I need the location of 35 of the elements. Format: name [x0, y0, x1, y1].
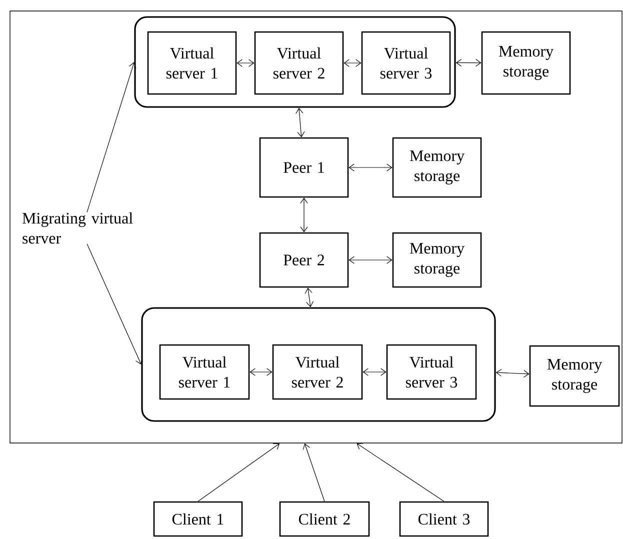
peer-box: Peer 2 — [259, 232, 349, 288]
arrow — [86, 244, 142, 364]
arrow — [296, 108, 305, 138]
arrow — [236, 59, 254, 67]
server-box: Virtual server 3 — [361, 31, 451, 95]
memory-box: Memory storage — [529, 345, 620, 407]
server-group-box — [134, 16, 456, 108]
client-box: Client 2 — [279, 501, 370, 537]
server-box: Virtual server 1 — [159, 344, 250, 400]
arrow — [362, 368, 386, 376]
arrow — [250, 368, 272, 376]
arrow — [496, 368, 530, 378]
server-box: Virtual server 3 — [386, 344, 477, 400]
client-box: Client 3 — [399, 501, 489, 537]
memory-box: Memory storage — [392, 232, 482, 288]
arrow — [348, 164, 392, 172]
arrow — [300, 198, 308, 232]
memory-box: Memory storage — [392, 137, 482, 198]
arrow — [302, 443, 325, 502]
server-box: Virtual server 2 — [254, 31, 344, 95]
arrow — [198, 443, 280, 502]
arrow — [356, 443, 444, 502]
arrow — [348, 256, 392, 264]
server-box: Virtual server 1 — [147, 31, 237, 95]
diagram-frame — [10, 10, 622, 444]
arrow — [304, 288, 314, 308]
server-box: Virtual server 2 — [272, 344, 363, 400]
arrow — [344, 59, 362, 67]
arrow — [86, 62, 136, 212]
server-group-box — [141, 307, 496, 422]
memory-box: Memory storage — [481, 31, 571, 95]
client-box: Client 1 — [153, 501, 243, 537]
arrow — [456, 58, 482, 67]
annotation-text: Migrating virtual server — [22, 212, 133, 244]
peer-box: Peer 1 — [259, 137, 349, 198]
